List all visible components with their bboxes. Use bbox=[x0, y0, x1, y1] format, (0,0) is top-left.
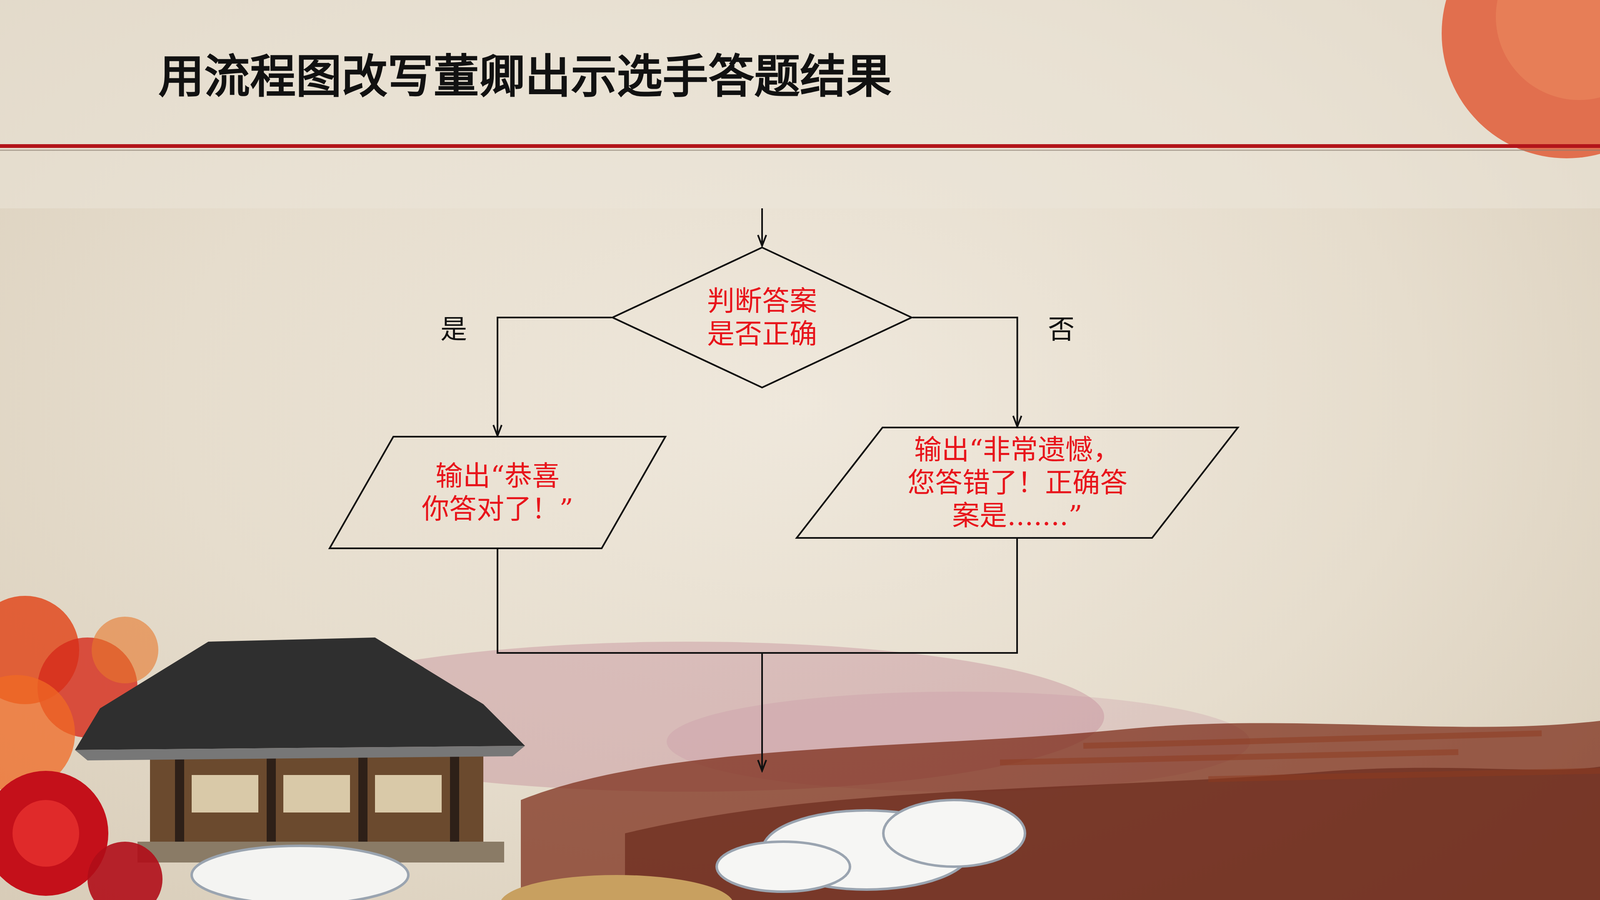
cloud bbox=[191, 845, 409, 900]
building-window bbox=[375, 775, 442, 813]
parallelogram-outline bbox=[328, 435, 667, 550]
merge-line bbox=[497, 538, 1018, 653]
building-window bbox=[283, 775, 350, 813]
building-column bbox=[175, 754, 185, 842]
building-column bbox=[450, 754, 460, 842]
peony bbox=[87, 841, 163, 900]
diamond-outline bbox=[611, 246, 913, 389]
brush-stroke bbox=[625, 766, 1600, 900]
building-column bbox=[266, 754, 276, 842]
red-splash-inner bbox=[1495, 0, 1600, 100]
node-text: 判断答案 是否正确 bbox=[706, 284, 818, 351]
shape-outline bbox=[796, 427, 1238, 538]
brush-stroke bbox=[520, 720, 1600, 900]
node-text: 输出“非常遗憾， 您答错了！正确答 案是.......” bbox=[906, 433, 1129, 533]
foliage bbox=[91, 616, 159, 684]
edge-label: 否 bbox=[1047, 314, 1075, 344]
building-window bbox=[191, 775, 259, 813]
header-rule bbox=[0, 144, 1600, 148]
connector bbox=[497, 317, 612, 436]
building-column bbox=[358, 754, 368, 842]
top-band bbox=[0, 0, 1600, 209]
red-splash bbox=[1441, 0, 1600, 159]
shape-outline bbox=[329, 436, 666, 549]
cloud bbox=[883, 800, 1025, 867]
node-text: 输出“恭喜 你答对了！” bbox=[420, 459, 575, 526]
edge-label: 是 bbox=[440, 314, 468, 344]
header-rule-thin bbox=[0, 149, 1600, 151]
building-eave bbox=[75, 745, 525, 761]
building-wall bbox=[150, 750, 484, 842]
output-parallelogram: 输出“恭喜 你答对了！” bbox=[328, 435, 667, 550]
entry-arrow bbox=[761, 208, 763, 246]
building-roof bbox=[75, 637, 525, 750]
exit-arrow bbox=[761, 652, 763, 771]
shape-outline bbox=[612, 247, 912, 388]
slide-title: 用流程图改写董卿出示选手答题结果 bbox=[158, 49, 892, 105]
output-parallelogram: 输出“非常遗憾， 您答错了！正确答 案是.......” bbox=[795, 426, 1239, 539]
peony bbox=[12, 800, 80, 867]
hat bbox=[500, 875, 734, 900]
decision-diamond: 判断答案 是否正确 bbox=[611, 246, 913, 389]
connector bbox=[912, 317, 1018, 427]
brush-streak bbox=[1000, 733, 1600, 780]
cloud bbox=[716, 841, 850, 892]
